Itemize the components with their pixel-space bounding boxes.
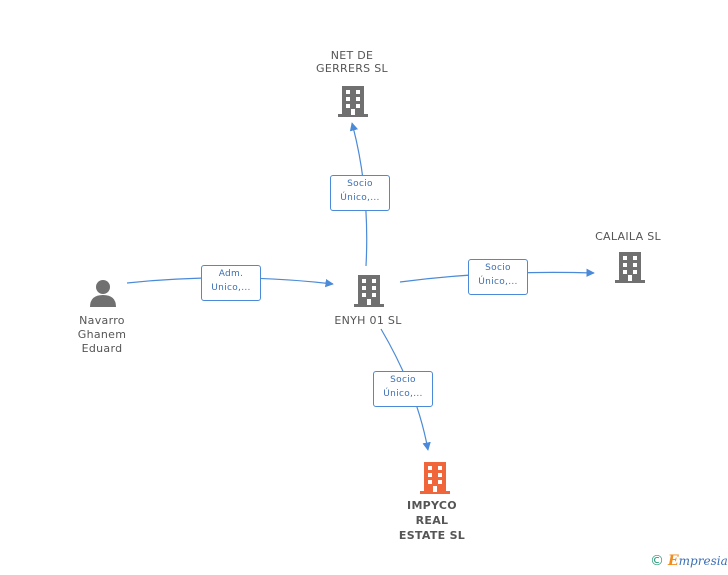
building-icon[interactable] xyxy=(614,250,646,284)
building-icon[interactable] xyxy=(353,273,385,308)
node-label-line: GERRERS SL xyxy=(316,62,388,75)
building-icon[interactable] xyxy=(337,84,369,118)
edge-label-adm[interactable]: Adm. Unico,... xyxy=(201,265,261,301)
node-label-line: Eduard xyxy=(81,342,123,355)
edge-label-socio-net[interactable]: Socio Único,... xyxy=(330,175,390,211)
node-label-enyh[interactable]: ENYH 01 SL xyxy=(320,314,416,327)
edge-label-line: Único,... xyxy=(478,277,518,287)
node-label-line: Navarro xyxy=(79,314,125,327)
edge-label-line: Socio xyxy=(485,263,511,273)
node-label-calaila[interactable]: CALAILA SL xyxy=(580,230,676,243)
node-label-line: ENYH 01 SL xyxy=(334,314,402,327)
node-label-navarro[interactable]: Navarro Ghanem Eduard xyxy=(60,314,144,356)
edge-label-socio-calaila[interactable]: Socio Único,... xyxy=(468,259,528,295)
edge-label-socio-impyco[interactable]: Socio Único,... xyxy=(373,371,433,407)
node-label-impyco[interactable]: IMPYCO REAL ESTATE SL xyxy=(384,498,480,543)
node-label-line: REAL xyxy=(415,514,449,527)
edge-label-line: Único,... xyxy=(383,389,423,399)
node-label-net-de-gerrers[interactable]: NET DE GERRERS SL xyxy=(300,49,404,75)
node-label-line: CALAILA SL xyxy=(595,230,661,243)
node-label-line: IMPYCO xyxy=(407,499,457,512)
edge-label-line: Socio xyxy=(390,375,416,385)
node-label-line: Ghanem xyxy=(77,328,127,341)
footer-brand: ©Empresia xyxy=(650,553,728,569)
building-icon[interactable] xyxy=(419,460,451,495)
edge-label-line: Socio xyxy=(347,179,373,189)
node-label-line: ESTATE SL xyxy=(398,529,466,542)
edge-label-line: Único,... xyxy=(340,193,380,203)
node-label-line: NET DE xyxy=(330,49,374,62)
brand-logo[interactable]: Empresia xyxy=(668,553,728,569)
brand-name: mpresia xyxy=(678,554,728,568)
copyright-icon: © xyxy=(650,553,664,569)
edge-label-line: Adm. xyxy=(218,269,244,279)
edge-label-line: Unico,... xyxy=(211,283,251,293)
brand-initial: E xyxy=(668,553,679,569)
person-icon[interactable] xyxy=(88,278,118,308)
